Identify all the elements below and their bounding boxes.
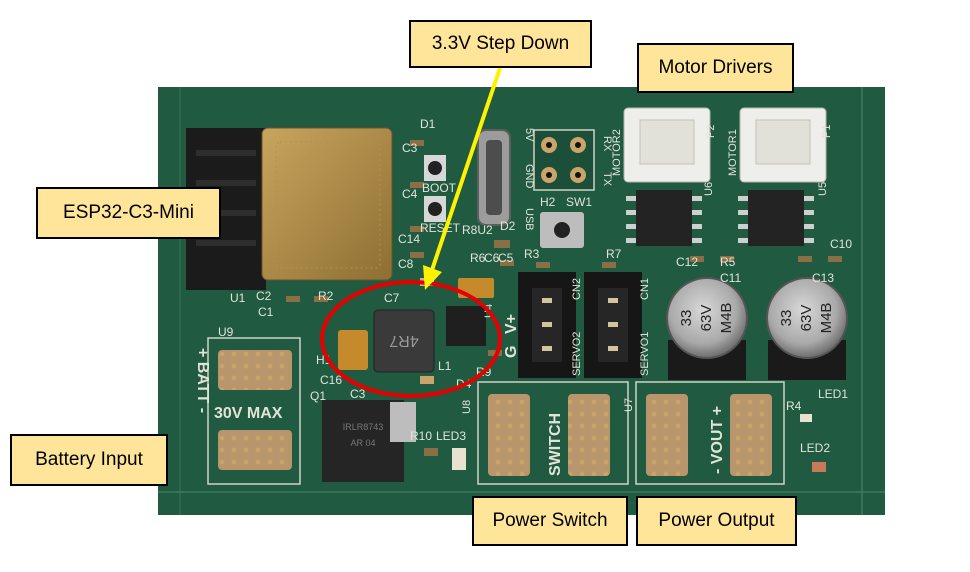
silk-g: G [503, 346, 520, 358]
silk-c14: C14 [398, 232, 420, 246]
silk-sw1: SW1 [566, 195, 592, 209]
silk-c12: C12 [676, 255, 698, 269]
silk-r10: R10 [410, 429, 432, 443]
cap-a-line2: 63V [698, 305, 715, 332]
silk-batt: + BATT - [194, 348, 211, 413]
silk-r7: R7 [606, 247, 622, 261]
silk-r5: R5 [720, 255, 736, 269]
mosfet-marking-1: IRLR8743 [343, 422, 384, 432]
capacitor-33-63v-b [766, 277, 848, 359]
silk-c7: C7 [384, 291, 400, 305]
silk-l1: L1 [438, 359, 452, 373]
step-down-arrow [430, 67, 502, 271]
silk-q1: Q1 [310, 389, 326, 403]
silk-led3: LED3 [436, 429, 466, 443]
silk-r8u2: R8U2 [462, 223, 493, 237]
silk-rx: RX [601, 136, 613, 152]
silk-c16: C16 [320, 373, 342, 387]
silk-usb: USB [523, 208, 535, 231]
silk-cn1: CN1 [639, 278, 651, 300]
silk-reset: RESET [420, 221, 461, 235]
silk-h2: H2 [540, 195, 556, 209]
silk-u5: U5 [817, 182, 829, 196]
silk-c11: C11 [720, 271, 741, 285]
callout-step-down: 3.3V Step Down [409, 20, 592, 68]
silk-servo2: SERVO2 [571, 332, 583, 376]
silk-u8: U8 [461, 400, 473, 414]
cap-b-line2: 63V [798, 305, 815, 332]
silk-c6: C6 [484, 251, 500, 265]
silk-c8: C8 [398, 257, 414, 271]
silk-motor1: MOTOR1 [727, 129, 739, 176]
silk-c10: C10 [830, 237, 852, 251]
silk-c1: C1 [258, 305, 274, 319]
silk-30v-max: 30V MAX [214, 405, 283, 422]
callout-motor-drivers: Motor Drivers [637, 43, 794, 93]
motor-driver-ic-2 [636, 190, 692, 246]
mosfet-marking-2: AR 04 [350, 438, 375, 448]
silk-vout: - VOUT + [709, 406, 726, 474]
silk-p2: P2 [705, 125, 717, 138]
silk-tx: TX [601, 172, 613, 187]
led1 [800, 414, 812, 422]
led3 [452, 448, 466, 470]
silk-r4: R4 [786, 399, 802, 413]
silk-p1: P1 [821, 125, 833, 138]
silk-led2: LED2 [800, 441, 830, 455]
silk-c13: C13 [812, 271, 834, 285]
cap-b-line3: M4B [818, 303, 835, 334]
cap-b-line1: 33 [778, 310, 795, 327]
silk-c5: C5 [498, 251, 514, 265]
motor-driver-ic-1 [748, 190, 804, 246]
silk-c3b: C3 [350, 387, 366, 401]
silk-servo1: SERVO1 [639, 332, 651, 376]
silk-gnd: GND [523, 164, 535, 189]
step-down-highlight-circle [320, 280, 502, 398]
callout-battery-input: Battery Input [10, 434, 168, 486]
silk-boot: BOOT [422, 181, 457, 195]
inductor [373, 309, 435, 373]
callout-power-switch: Power Switch [472, 496, 628, 546]
silk-r2: R2 [318, 289, 334, 303]
silk-u9: U9 [218, 325, 234, 339]
silk-r3: R3 [524, 247, 540, 261]
silk-switch: SWITCH [547, 413, 564, 476]
silk-r6: R6 [470, 251, 486, 265]
callout-esp32: ESP32-C3-Mini [36, 187, 221, 239]
esp32-module [261, 127, 393, 281]
led2 [812, 462, 826, 472]
silk-d2: D2 [500, 219, 516, 233]
cap-a-line3: M4B [718, 303, 735, 334]
silk-5v: 5V [523, 128, 535, 142]
inductor-marking: 4R7 [389, 332, 418, 349]
silk-c4: C4 [402, 187, 418, 201]
silk-u1: U1 [230, 291, 246, 305]
arrow-head [423, 265, 442, 290]
silk-d1: D1 [420, 117, 436, 131]
callout-power-output: Power Output [636, 496, 797, 546]
silk-cn2: CN2 [571, 278, 583, 300]
silk-vplus: V+ [503, 314, 520, 334]
capacitor-33-63v-a [666, 277, 748, 359]
silk-u6: U6 [703, 182, 715, 196]
regulator-ic [446, 306, 486, 346]
silk-motor2: MOTOR2 [611, 129, 623, 176]
silk-led1: LED1 [818, 387, 848, 401]
cap-a-line1: 33 [678, 310, 695, 327]
silk-c2: C2 [256, 289, 272, 303]
silk-u7: U7 [623, 398, 635, 412]
silk-c3: C3 [402, 141, 418, 155]
